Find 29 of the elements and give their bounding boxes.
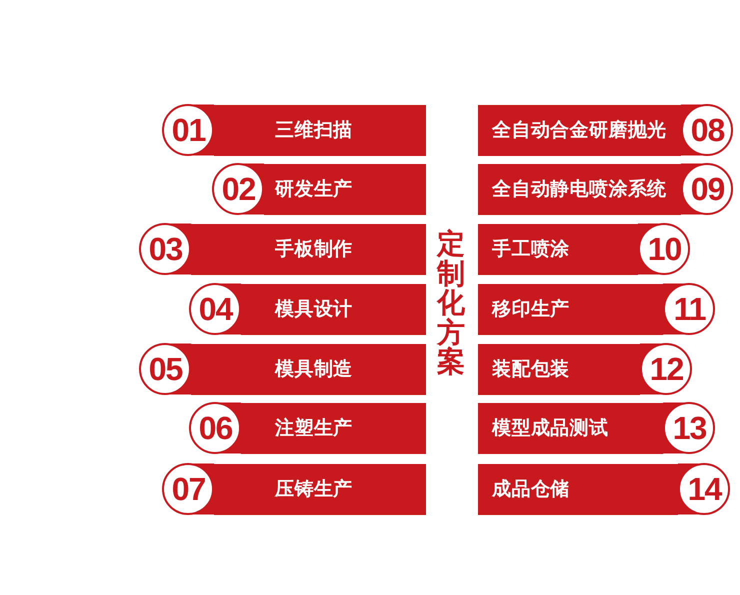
number-circle: 09	[681, 163, 733, 215]
step-bar: 模具设计	[241, 284, 426, 334]
step-bar: 全自动合金研磨抛光	[478, 104, 681, 156]
number-circle: 08	[681, 104, 733, 156]
number-circle: 12	[640, 343, 692, 395]
number-circle: 02	[212, 163, 264, 215]
step-bar: 手板制作	[191, 224, 426, 274]
number-circle: 04	[189, 283, 241, 335]
step-bar: 移印生产	[478, 284, 663, 334]
number-circle: 10	[638, 223, 690, 275]
step-bar: 装配包装	[478, 344, 640, 394]
step-bar: 注塑生产	[241, 402, 426, 454]
number-circle: 03	[139, 223, 191, 275]
number-circle: 01	[162, 104, 214, 156]
number-circle: 14	[678, 463, 730, 515]
vertical-title: 定制化方案	[436, 229, 466, 376]
step-bar: 压铸生产	[214, 464, 426, 514]
step-bar: 全自动静电喷涂系统	[478, 164, 681, 214]
step-bar: 三维扫描	[214, 104, 426, 156]
step-bar: 模具制造	[191, 344, 426, 394]
number-circle: 13	[663, 402, 715, 454]
step-bar: 成品仓储	[478, 464, 678, 514]
number-circle: 05	[139, 343, 191, 395]
step-bar: 研发生产	[264, 164, 426, 214]
step-bar: 模型成品测试	[478, 402, 663, 454]
number-circle: 11	[663, 283, 715, 335]
step-bar: 手工喷涂	[478, 224, 638, 274]
number-circle: 07	[162, 463, 214, 515]
number-circle: 06	[189, 402, 241, 454]
